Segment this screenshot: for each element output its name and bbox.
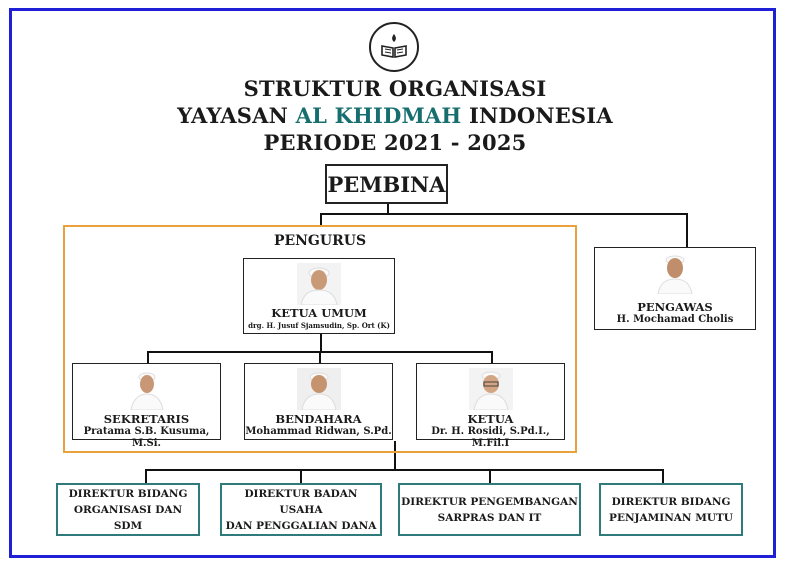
title-suffix: INDONESIA (469, 103, 613, 128)
direktur-line: ORGANISASI DAN SDM (73, 503, 183, 532)
title-prefix: YAYASAN (177, 103, 289, 128)
direktur-line: SARPRAS DAN IT (437, 511, 542, 524)
bendahara-name: Mohammad Ridwan, S.Pd. (245, 426, 392, 437)
pengawas-role: PENGAWAS (637, 300, 713, 314)
connector-line (145, 469, 147, 483)
direktur-line: DAN PENGGALIAN DANA (225, 519, 377, 532)
connector-line (319, 351, 321, 363)
connector-line (489, 469, 491, 483)
pengurus-label: PENGURUS (273, 233, 367, 249)
connector-line (300, 469, 302, 483)
sekretaris-name: Pratama S.B. Kusuma, M.Si. (83, 426, 210, 449)
direktur-box: DIREKTUR PENGEMBANGAN SARPRAS DAN IT (398, 483, 581, 536)
connector-line (145, 469, 664, 471)
foundation-logo (369, 22, 419, 72)
bendahara-card: BENDAHARA Mohammad Ridwan, S.Pd. (244, 363, 393, 440)
connector-line (491, 351, 493, 363)
portrait-photo (297, 263, 341, 305)
sekretaris-role: SEKRETARIS (103, 412, 190, 426)
open-book-with-flame-icon (381, 34, 407, 58)
direktur-line: DIREKTUR BIDANG (611, 495, 731, 508)
pengawas-name: H. Mochamad Cholis (616, 314, 734, 325)
direktur-box: DIREKTUR BADAN USAHA DAN PENGGALIAN DANA (220, 483, 382, 536)
direktur-line: DIREKTUR PENGEMBANGAN (401, 495, 578, 508)
direktur-line: DIREKTUR BIDANG (68, 487, 188, 500)
title-accent: AL KHIDMAH (295, 103, 462, 128)
title-line-3: PERIODE 2021 - 2025 (263, 130, 527, 155)
sekretaris-card: SEKRETARIS Pratama S.B. Kusuma, M.Si. (72, 363, 221, 449)
connector-line (320, 213, 322, 225)
connector-line (147, 351, 149, 363)
title-line-1: STRUKTUR ORGANISASI (243, 76, 547, 101)
pengurus-group (63, 225, 577, 453)
connector-line (320, 334, 322, 352)
portrait-photo (124, 368, 169, 410)
pengawas-card: PENGAWAS H. Mochamad Cholis (594, 247, 756, 330)
ketua-role: KETUA (467, 412, 514, 426)
bendahara-role: BENDAHARA (275, 412, 362, 426)
ketua-umum-name: drg. H. Jusuf Sjamsudin, Sp. Ort (K) (248, 321, 390, 330)
direktur-box: DIREKTUR BIDANG ORGANISASI DAN SDM (56, 483, 200, 536)
connector-line (394, 441, 396, 470)
ketua-umum-role: KETUA UMUM (271, 306, 367, 320)
direktur-box: DIREKTUR BIDANG PENJAMINAN MUTU (599, 483, 743, 536)
direktur-line: PENJAMINAN MUTU (609, 511, 733, 524)
ketua-name: Dr. H. Rosidi, S.Pd.I., M.Fil.I (431, 426, 550, 449)
portrait-photo (653, 252, 697, 294)
ketua-card: KETUA Dr. H. Rosidi, S.Pd.I., M.Fil.I (416, 363, 565, 449)
title-line-2: YAYASAN AL KHIDMAH INDONESIA (0, 103, 790, 129)
connector-line (387, 204, 389, 214)
pembina-box: PEMBINA (325, 164, 448, 204)
portrait-photo (468, 368, 513, 410)
portrait-photo (296, 368, 341, 410)
connector-line (686, 213, 688, 247)
connector-line (320, 213, 688, 215)
page-frame (9, 8, 776, 558)
ketua-umum-card: KETUA UMUM drg. H. Jusuf Sjamsudin, Sp. … (243, 258, 395, 334)
connector-line (662, 469, 664, 483)
direktur-line: DIREKTUR BADAN USAHA (244, 487, 358, 516)
